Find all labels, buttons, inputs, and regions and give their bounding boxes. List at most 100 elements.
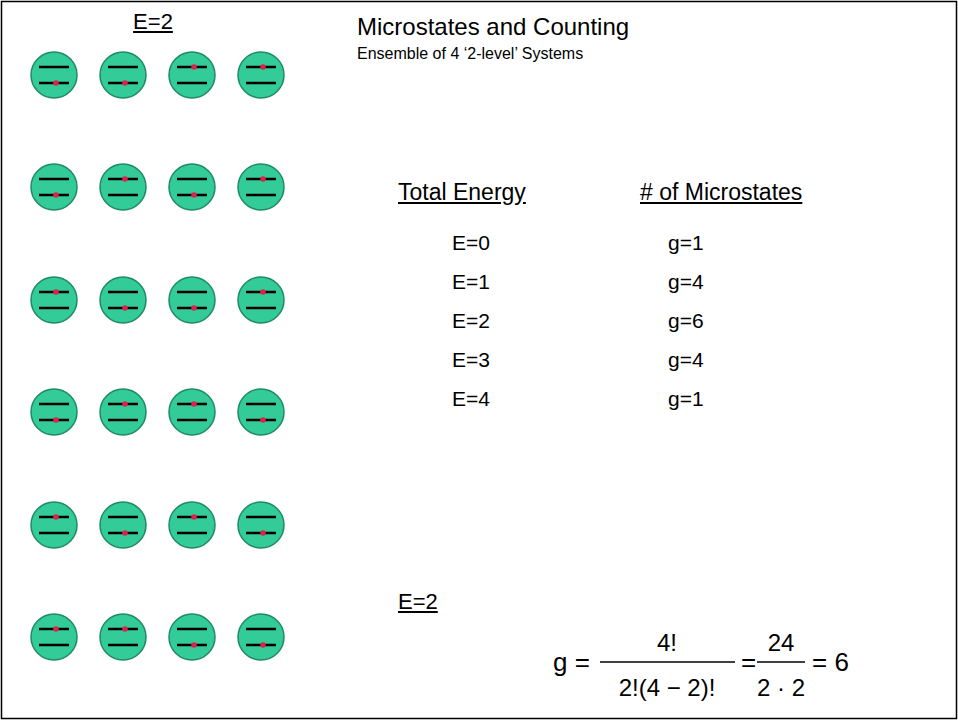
two-level-system bbox=[238, 52, 284, 98]
system-circle bbox=[169, 164, 215, 210]
two-level-system bbox=[100, 277, 146, 323]
table-cell: E=4 bbox=[452, 388, 490, 409]
upper-level bbox=[108, 291, 138, 294]
system-circle bbox=[31, 164, 77, 210]
subtitle: Ensemble of 4 ‘2-level’ Systems bbox=[357, 46, 583, 62]
two-level-system bbox=[169, 164, 215, 210]
two-level-system bbox=[169, 389, 215, 435]
formula-term: g = bbox=[553, 649, 590, 675]
system-circle bbox=[100, 164, 146, 210]
formula-term: = 6 bbox=[812, 649, 849, 675]
system-circle bbox=[169, 502, 215, 548]
table-cell: E=3 bbox=[452, 349, 490, 370]
lower-level bbox=[108, 194, 138, 197]
particle-dot bbox=[191, 401, 197, 407]
two-level-system bbox=[238, 502, 284, 548]
system-circle bbox=[238, 502, 284, 548]
particle-dot bbox=[191, 514, 197, 520]
two-level-system bbox=[238, 164, 284, 210]
lower-level bbox=[39, 644, 69, 647]
upper-level bbox=[177, 178, 207, 181]
system-circle bbox=[100, 502, 146, 548]
lower-level bbox=[39, 532, 69, 535]
particle-dot bbox=[53, 626, 59, 632]
system-circle bbox=[31, 277, 77, 323]
two-level-system bbox=[238, 389, 284, 435]
upper-level bbox=[246, 628, 276, 631]
particle-dot bbox=[191, 305, 197, 311]
two-level-system bbox=[100, 614, 146, 660]
upper-level bbox=[246, 516, 276, 519]
formula-term: 24 bbox=[768, 631, 795, 655]
upper-level bbox=[108, 66, 138, 69]
slide-title: Microstates and Counting bbox=[357, 15, 629, 39]
particle-dot bbox=[260, 176, 266, 182]
lower-level bbox=[39, 307, 69, 310]
particle-dot bbox=[191, 642, 197, 648]
column-header: # of Microstates bbox=[640, 181, 802, 204]
particle-dot bbox=[53, 192, 59, 198]
particle-dot bbox=[122, 626, 128, 632]
lower-level bbox=[246, 82, 276, 85]
lower-level bbox=[177, 82, 207, 85]
two-level-system bbox=[169, 52, 215, 98]
lower-level bbox=[177, 532, 207, 535]
system-circle bbox=[100, 389, 146, 435]
table-cell: g=4 bbox=[668, 271, 704, 292]
table-cell: g=6 bbox=[668, 310, 704, 331]
system-circle bbox=[31, 52, 77, 98]
system-circle bbox=[169, 277, 215, 323]
particle-dot bbox=[122, 305, 128, 311]
formula-term: 2!(4 − 2)! bbox=[619, 676, 716, 700]
upper-level bbox=[39, 66, 69, 69]
table-cell: g=1 bbox=[668, 388, 704, 409]
lower-level bbox=[177, 419, 207, 422]
upper-level bbox=[177, 291, 207, 294]
upper-level bbox=[246, 403, 276, 406]
formula-term: 2 · 2 bbox=[757, 676, 805, 700]
system-circle bbox=[238, 277, 284, 323]
two-level-system bbox=[238, 614, 284, 660]
two-level-system bbox=[100, 502, 146, 548]
particle-dot bbox=[260, 642, 266, 648]
system-circle bbox=[169, 614, 215, 660]
two-level-system bbox=[31, 614, 77, 660]
table-cell: E=0 bbox=[452, 232, 490, 253]
system-circle bbox=[169, 389, 215, 435]
two-level-system bbox=[31, 52, 77, 98]
system-circle bbox=[31, 389, 77, 435]
two-level-system bbox=[169, 614, 215, 660]
particle-dot bbox=[260, 289, 266, 295]
lower-level bbox=[108, 419, 138, 422]
table-cell: g=1 bbox=[668, 232, 704, 253]
system-circle bbox=[238, 164, 284, 210]
system-circle bbox=[100, 277, 146, 323]
two-level-system bbox=[100, 164, 146, 210]
system-circle bbox=[238, 614, 284, 660]
system-circle bbox=[238, 52, 284, 98]
upper-level bbox=[177, 628, 207, 631]
fraction-bar bbox=[757, 661, 805, 663]
upper-level bbox=[108, 516, 138, 519]
system-circle bbox=[238, 389, 284, 435]
system-circle bbox=[31, 614, 77, 660]
table-cell: E=1 bbox=[452, 271, 490, 292]
upper-level bbox=[39, 403, 69, 406]
two-level-system bbox=[100, 389, 146, 435]
lower-level bbox=[246, 307, 276, 310]
two-level-system bbox=[31, 164, 77, 210]
column-header: Total Energy bbox=[398, 181, 526, 204]
particle-dot bbox=[260, 417, 266, 423]
lower-level bbox=[108, 644, 138, 647]
particle-dot bbox=[53, 417, 59, 423]
system-circle bbox=[31, 502, 77, 548]
two-level-system bbox=[169, 277, 215, 323]
particle-dot bbox=[260, 64, 266, 70]
particle-dot bbox=[122, 80, 128, 86]
two-level-system bbox=[31, 502, 77, 548]
particle-dot bbox=[191, 64, 197, 70]
lower-level bbox=[246, 194, 276, 197]
particle-dot bbox=[191, 192, 197, 198]
